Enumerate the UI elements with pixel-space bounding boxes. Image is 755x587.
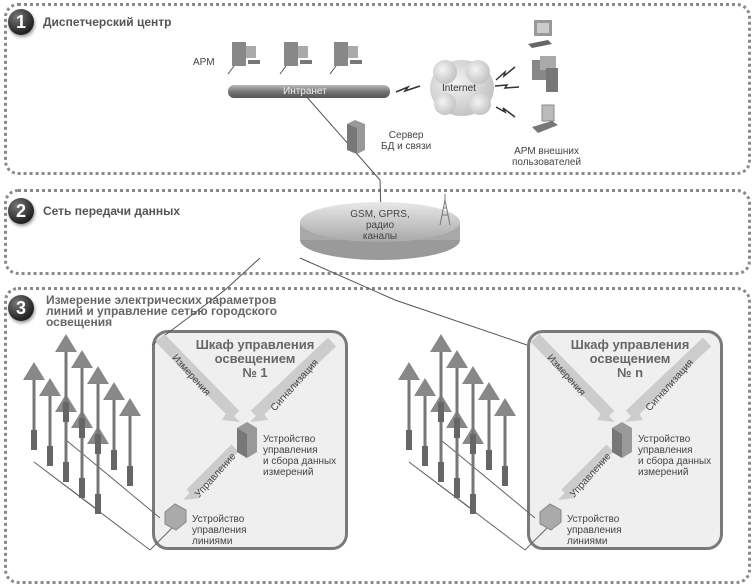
line-intranet-to-network — [304, 94, 382, 216]
zone-3-badge: 3 — [8, 295, 34, 321]
channel-label: GSM, GPRS, радио каналы — [350, 209, 410, 242]
zone-measurement — [4, 287, 751, 584]
street-lamp-icon — [55, 334, 77, 422]
workstation-icon — [329, 42, 362, 75]
workstation-icon — [279, 42, 312, 75]
antenna-tower-icon — [439, 194, 451, 226]
street-lamp-icon — [23, 362, 45, 450]
street-lamp-icon — [71, 350, 93, 438]
street-lamp-icon — [478, 382, 500, 470]
arm-label: АРМ — [193, 57, 215, 68]
zone-dispatch-center — [4, 3, 751, 175]
street-lamp-icon — [39, 378, 61, 466]
server-label: Сервер БД и связи — [381, 130, 432, 152]
cabinet-1-graphics — [155, 333, 337, 531]
cabinet-1-collector-label: Устройство управления и сбора данных изм… — [263, 434, 337, 478]
signal-arrow — [625, 337, 712, 420]
zone-1-title: Диспетчерский центр — [43, 15, 172, 29]
cabinet-1-line-device-label: Устройство управления линиями — [192, 514, 247, 547]
intranet-label: Интранет — [283, 86, 327, 97]
line-control-device-icon — [539, 503, 562, 531]
cabinet-n-collector-label: Устройство управления и сбора данных изм… — [638, 434, 712, 478]
wireless-links — [395, 66, 520, 118]
zone-2-title: Сеть передачи данных — [43, 204, 181, 218]
street-lamp-icon — [103, 382, 125, 470]
street-lamp-icon — [414, 378, 436, 466]
line-network-to-cabinet-n — [299, 257, 528, 346]
server-icon — [347, 120, 365, 154]
laptop-icon — [532, 104, 558, 133]
workstation-icon — [227, 42, 260, 75]
control-arrow — [186, 444, 239, 497]
street-lamp-icon — [398, 362, 420, 450]
zone-1-badge: 1 — [8, 9, 34, 35]
zone-2-badge: 2 — [8, 198, 34, 224]
external-workstations — [528, 20, 558, 133]
zone-3-title: Измерение электрических параметров линий… — [46, 293, 278, 329]
cabinet-n-line-device-label: Устройство управления линиями — [567, 514, 622, 547]
street-lamp-icon — [446, 350, 468, 438]
arm-workstations — [227, 42, 362, 75]
internet-label: Internet — [442, 83, 476, 94]
cabinet-n-title: Шкаф управления освещением № n — [570, 337, 690, 380]
street-lamps-group-1 — [23, 334, 176, 551]
signal-arrow — [250, 337, 337, 420]
street-lamp-icon — [494, 398, 516, 486]
intranet-bus — [228, 85, 390, 98]
street-lamp-icon — [430, 334, 452, 422]
cabinet-1-title: Шкаф управления освещением № 1 — [195, 337, 315, 380]
measure-arrow — [155, 333, 240, 420]
internet-cloud-icon — [430, 60, 494, 116]
street-lamp-icon — [462, 366, 484, 454]
desktop-icon — [532, 56, 558, 92]
network-channel-disk — [300, 202, 460, 260]
zone-data-network — [4, 189, 751, 275]
cabinet-n-graphics — [530, 333, 712, 531]
line-control-device-icon — [164, 503, 187, 531]
external-users-label: АРМ внешних пользователей — [512, 146, 582, 168]
measure-arrow — [530, 333, 615, 420]
monitor-icon — [528, 20, 552, 48]
data-collector-device-icon — [612, 422, 632, 458]
line-network-to-cabinet-1 — [151, 257, 261, 346]
street-lamp-icon — [119, 398, 141, 486]
lamp-wiring — [408, 439, 551, 551]
street-lamp-icon — [87, 366, 109, 454]
control-arrow — [561, 444, 614, 497]
lamp-wiring — [33, 439, 176, 551]
data-collector-device-icon — [237, 422, 257, 458]
street-lamps-group-n — [398, 334, 551, 551]
